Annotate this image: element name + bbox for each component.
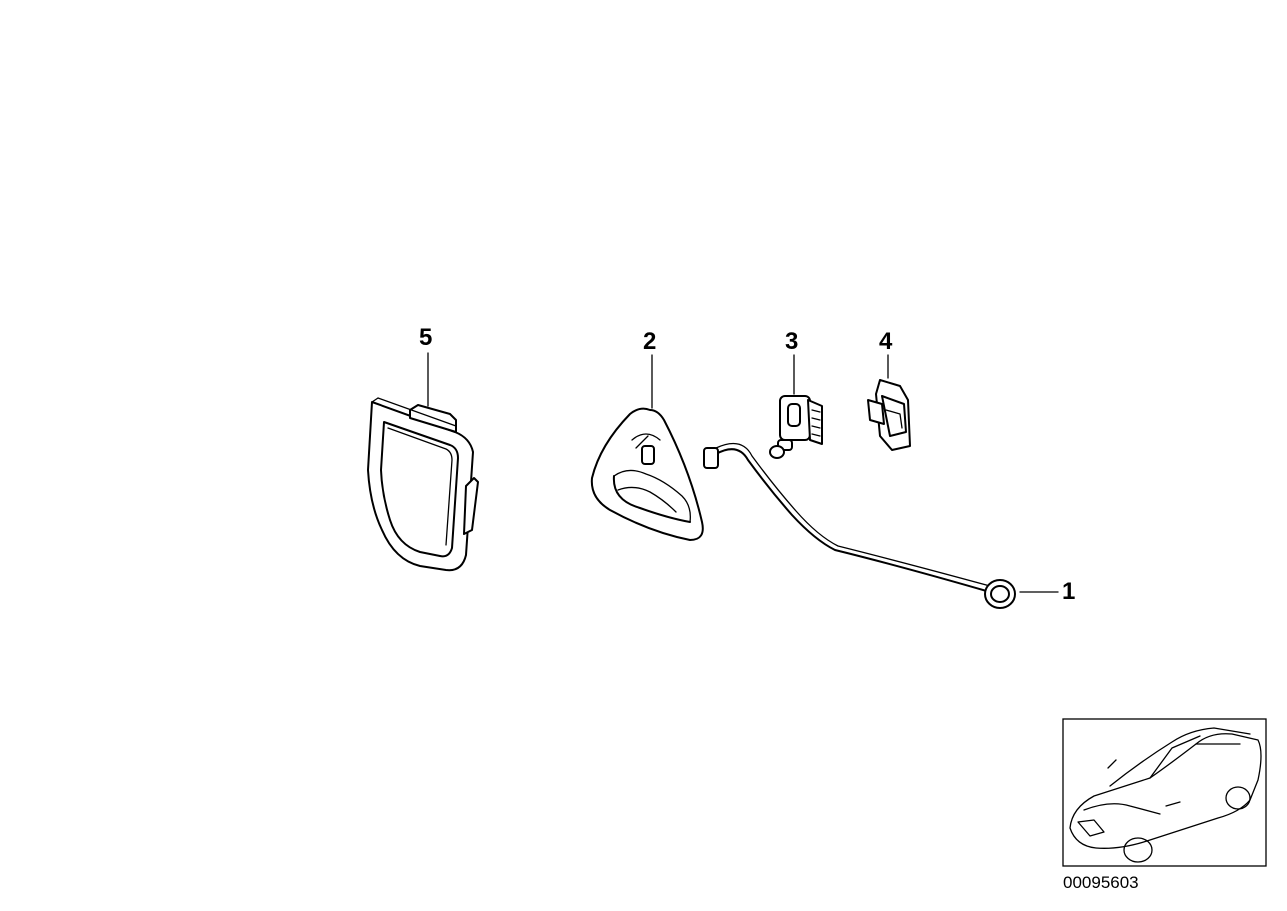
part-4-clip[interactable] xyxy=(867,379,911,451)
part-3-holder[interactable] xyxy=(769,395,823,459)
callout-label-2: 2 xyxy=(643,328,656,355)
diagram-code: 00095603 xyxy=(1063,873,1139,892)
part-1-bowden-cable[interactable] xyxy=(703,442,1016,609)
car-outline-icon xyxy=(1069,727,1262,863)
callout-label-3: 3 xyxy=(785,328,798,355)
callout-label-5: 5 xyxy=(419,324,432,351)
callout-label-4: 4 xyxy=(879,328,893,355)
part-5-frame-cover[interactable] xyxy=(367,397,479,572)
vehicle-thumbnail xyxy=(1062,718,1267,867)
part-2-release-handle[interactable] xyxy=(590,407,704,541)
callout-label-1: 1 xyxy=(1062,578,1075,605)
